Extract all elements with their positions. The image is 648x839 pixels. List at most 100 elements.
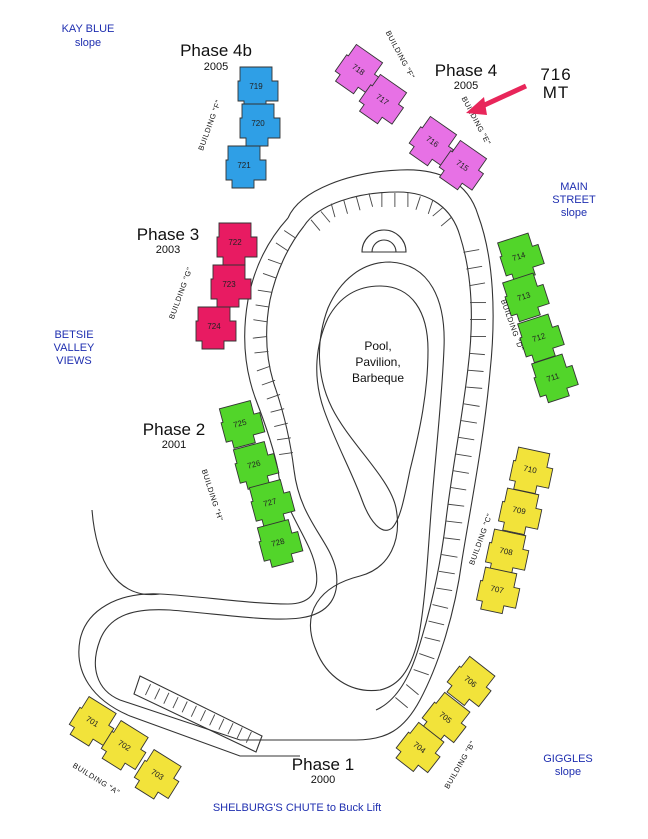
unit-footprint	[334, 43, 384, 95]
unit-number: 728	[270, 536, 286, 548]
parking-stall-top	[343, 200, 348, 214]
parking-stall-right	[446, 520, 463, 524]
phase-1-title: Phase 1	[292, 755, 354, 774]
unit-719[interactable]: 719	[237, 66, 279, 110]
parking-stall-left	[274, 422, 288, 428]
unit-number: 719	[249, 82, 263, 91]
phase-4b-year: 2005	[204, 61, 228, 73]
betsie-valley-line-2: VALLEY	[54, 342, 95, 354]
unit-713[interactable]: 713	[501, 271, 552, 323]
unit-704[interactable]: 704	[391, 721, 448, 779]
parking-stall-right	[419, 653, 435, 660]
unit-715[interactable]: 715	[435, 139, 492, 196]
unit-number: 727	[262, 496, 278, 508]
unit-number: 708	[499, 546, 514, 558]
parking-stall-left	[270, 408, 285, 413]
slope-labels: KAY BLUE slope MAIN STREET slope BETSIE …	[54, 23, 596, 814]
phase-1-year: 2000	[311, 774, 335, 786]
parking-stall-right	[441, 554, 458, 558]
unit-footprint	[239, 103, 281, 147]
pool-label-line-2: Pavilion,	[355, 355, 400, 369]
shelburgs-chute-label: SHELBURG'S CHUTE to Buck Lift	[213, 802, 381, 814]
parking-stall-right	[466, 386, 483, 389]
unit-717[interactable]: 717	[355, 73, 412, 130]
unit-724[interactable]: 724	[195, 306, 237, 350]
unit-footprint	[225, 145, 267, 189]
unit-footprint	[195, 306, 237, 350]
parking-stall-right	[395, 697, 409, 709]
unit-721[interactable]: 721	[225, 145, 267, 189]
unit-footprint	[446, 655, 496, 708]
callout-label-line-1: 716	[540, 65, 571, 84]
pool-label-line-1: Pool,	[364, 339, 391, 353]
parking-stall-left	[257, 289, 272, 293]
kay-blue-slope-line-2: slope	[75, 37, 101, 49]
unit-footprint	[497, 232, 545, 283]
unit-725[interactable]: 725	[217, 399, 267, 450]
parking-stall-top	[427, 200, 434, 214]
unit-number: 709	[512, 505, 527, 517]
unit-707[interactable]: 707	[475, 566, 523, 616]
unit-716[interactable]: 716	[405, 115, 462, 172]
parking-stall-top	[415, 196, 421, 210]
main-street-slope-line-3: slope	[561, 207, 587, 219]
pool-label-line-3: Barbeque	[352, 371, 404, 385]
unit-number: 726	[246, 458, 262, 470]
parking-stall-lower	[227, 722, 234, 735]
unit-709[interactable]: 709	[497, 487, 545, 537]
parking-stall-top	[368, 193, 374, 207]
betsie-valley-line-1: BETSIE	[54, 329, 93, 341]
unit-720[interactable]: 720	[239, 103, 281, 147]
unit-705[interactable]: 705	[417, 691, 474, 749]
unit-footprint	[133, 748, 182, 800]
unit-703[interactable]: 703	[130, 748, 186, 806]
unit-706[interactable]: 706	[442, 655, 499, 713]
parking-stall-right	[405, 684, 419, 696]
parking-stall-left	[253, 319, 268, 323]
unit-714[interactable]: 714	[496, 231, 547, 283]
unit-number: 712	[531, 331, 547, 344]
unit-footprint	[408, 115, 458, 167]
unit-710[interactable]: 710	[508, 446, 556, 496]
parking-stall-right	[458, 436, 475, 441]
unit-701[interactable]: 701	[65, 695, 121, 753]
parking-stall-left	[256, 365, 271, 372]
unit-number: 721	[237, 161, 251, 170]
unit-723[interactable]: 723	[210, 264, 252, 308]
unit-footprint	[531, 353, 579, 404]
parking-stall-right	[428, 620, 445, 626]
parking-stall-left	[252, 336, 267, 339]
phase-2-year: 2001	[162, 439, 186, 451]
parking-stall-left	[267, 258, 282, 265]
parking-stall-lower	[145, 683, 151, 696]
unit-footprint	[68, 695, 117, 747]
unit-footprint	[210, 264, 252, 308]
parking-stall-top	[310, 219, 321, 231]
phase-3-title: Phase 3	[137, 225, 199, 244]
building-label: BUILDING "G"	[167, 266, 194, 320]
unit-footprint	[438, 139, 488, 191]
parking-stall-left	[255, 304, 270, 308]
giggles-slope-line-2: slope	[555, 766, 581, 778]
unit-number: 720	[251, 119, 265, 128]
parking-stall-lower	[209, 714, 216, 726]
parking-stall-right	[448, 503, 465, 507]
parking-stall-right	[467, 369, 484, 372]
unit-728[interactable]: 728	[255, 518, 305, 569]
phase-labels: Phase 4b 2005 Phase 4 2005 Phase 3 2003 …	[137, 41, 497, 786]
parking-stall-lower	[190, 705, 197, 717]
unit-702[interactable]: 702	[97, 719, 153, 777]
unit-722[interactable]: 722	[216, 222, 258, 266]
unit-718[interactable]: 718	[331, 43, 388, 100]
unit-711[interactable]: 711	[530, 352, 581, 404]
unit-726[interactable]: 726	[231, 440, 281, 491]
parking-stall-right	[466, 265, 483, 270]
